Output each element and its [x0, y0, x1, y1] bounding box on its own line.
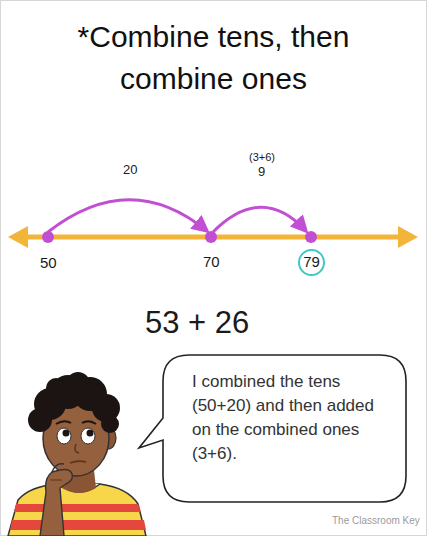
node-text: 79 [303, 254, 320, 271]
hop-label: 20 [123, 163, 137, 178]
watermark: The Classroom Key [332, 515, 420, 527]
equation: 53 + 26 [145, 305, 249, 341]
bubble-text: I combined the tens (50+20) and then add… [192, 370, 386, 466]
title: *Combine tens, then combine ones [38, 16, 389, 100]
hop-label: 9 [258, 165, 265, 180]
hop-label: (3+6) [249, 151, 275, 164]
tick-label: 70 [203, 253, 220, 270]
answer-circle: 79 [298, 249, 325, 276]
speech-bubble: I combined the tens (50+20) and then add… [162, 354, 408, 504]
tick-label: 50 [40, 254, 57, 271]
